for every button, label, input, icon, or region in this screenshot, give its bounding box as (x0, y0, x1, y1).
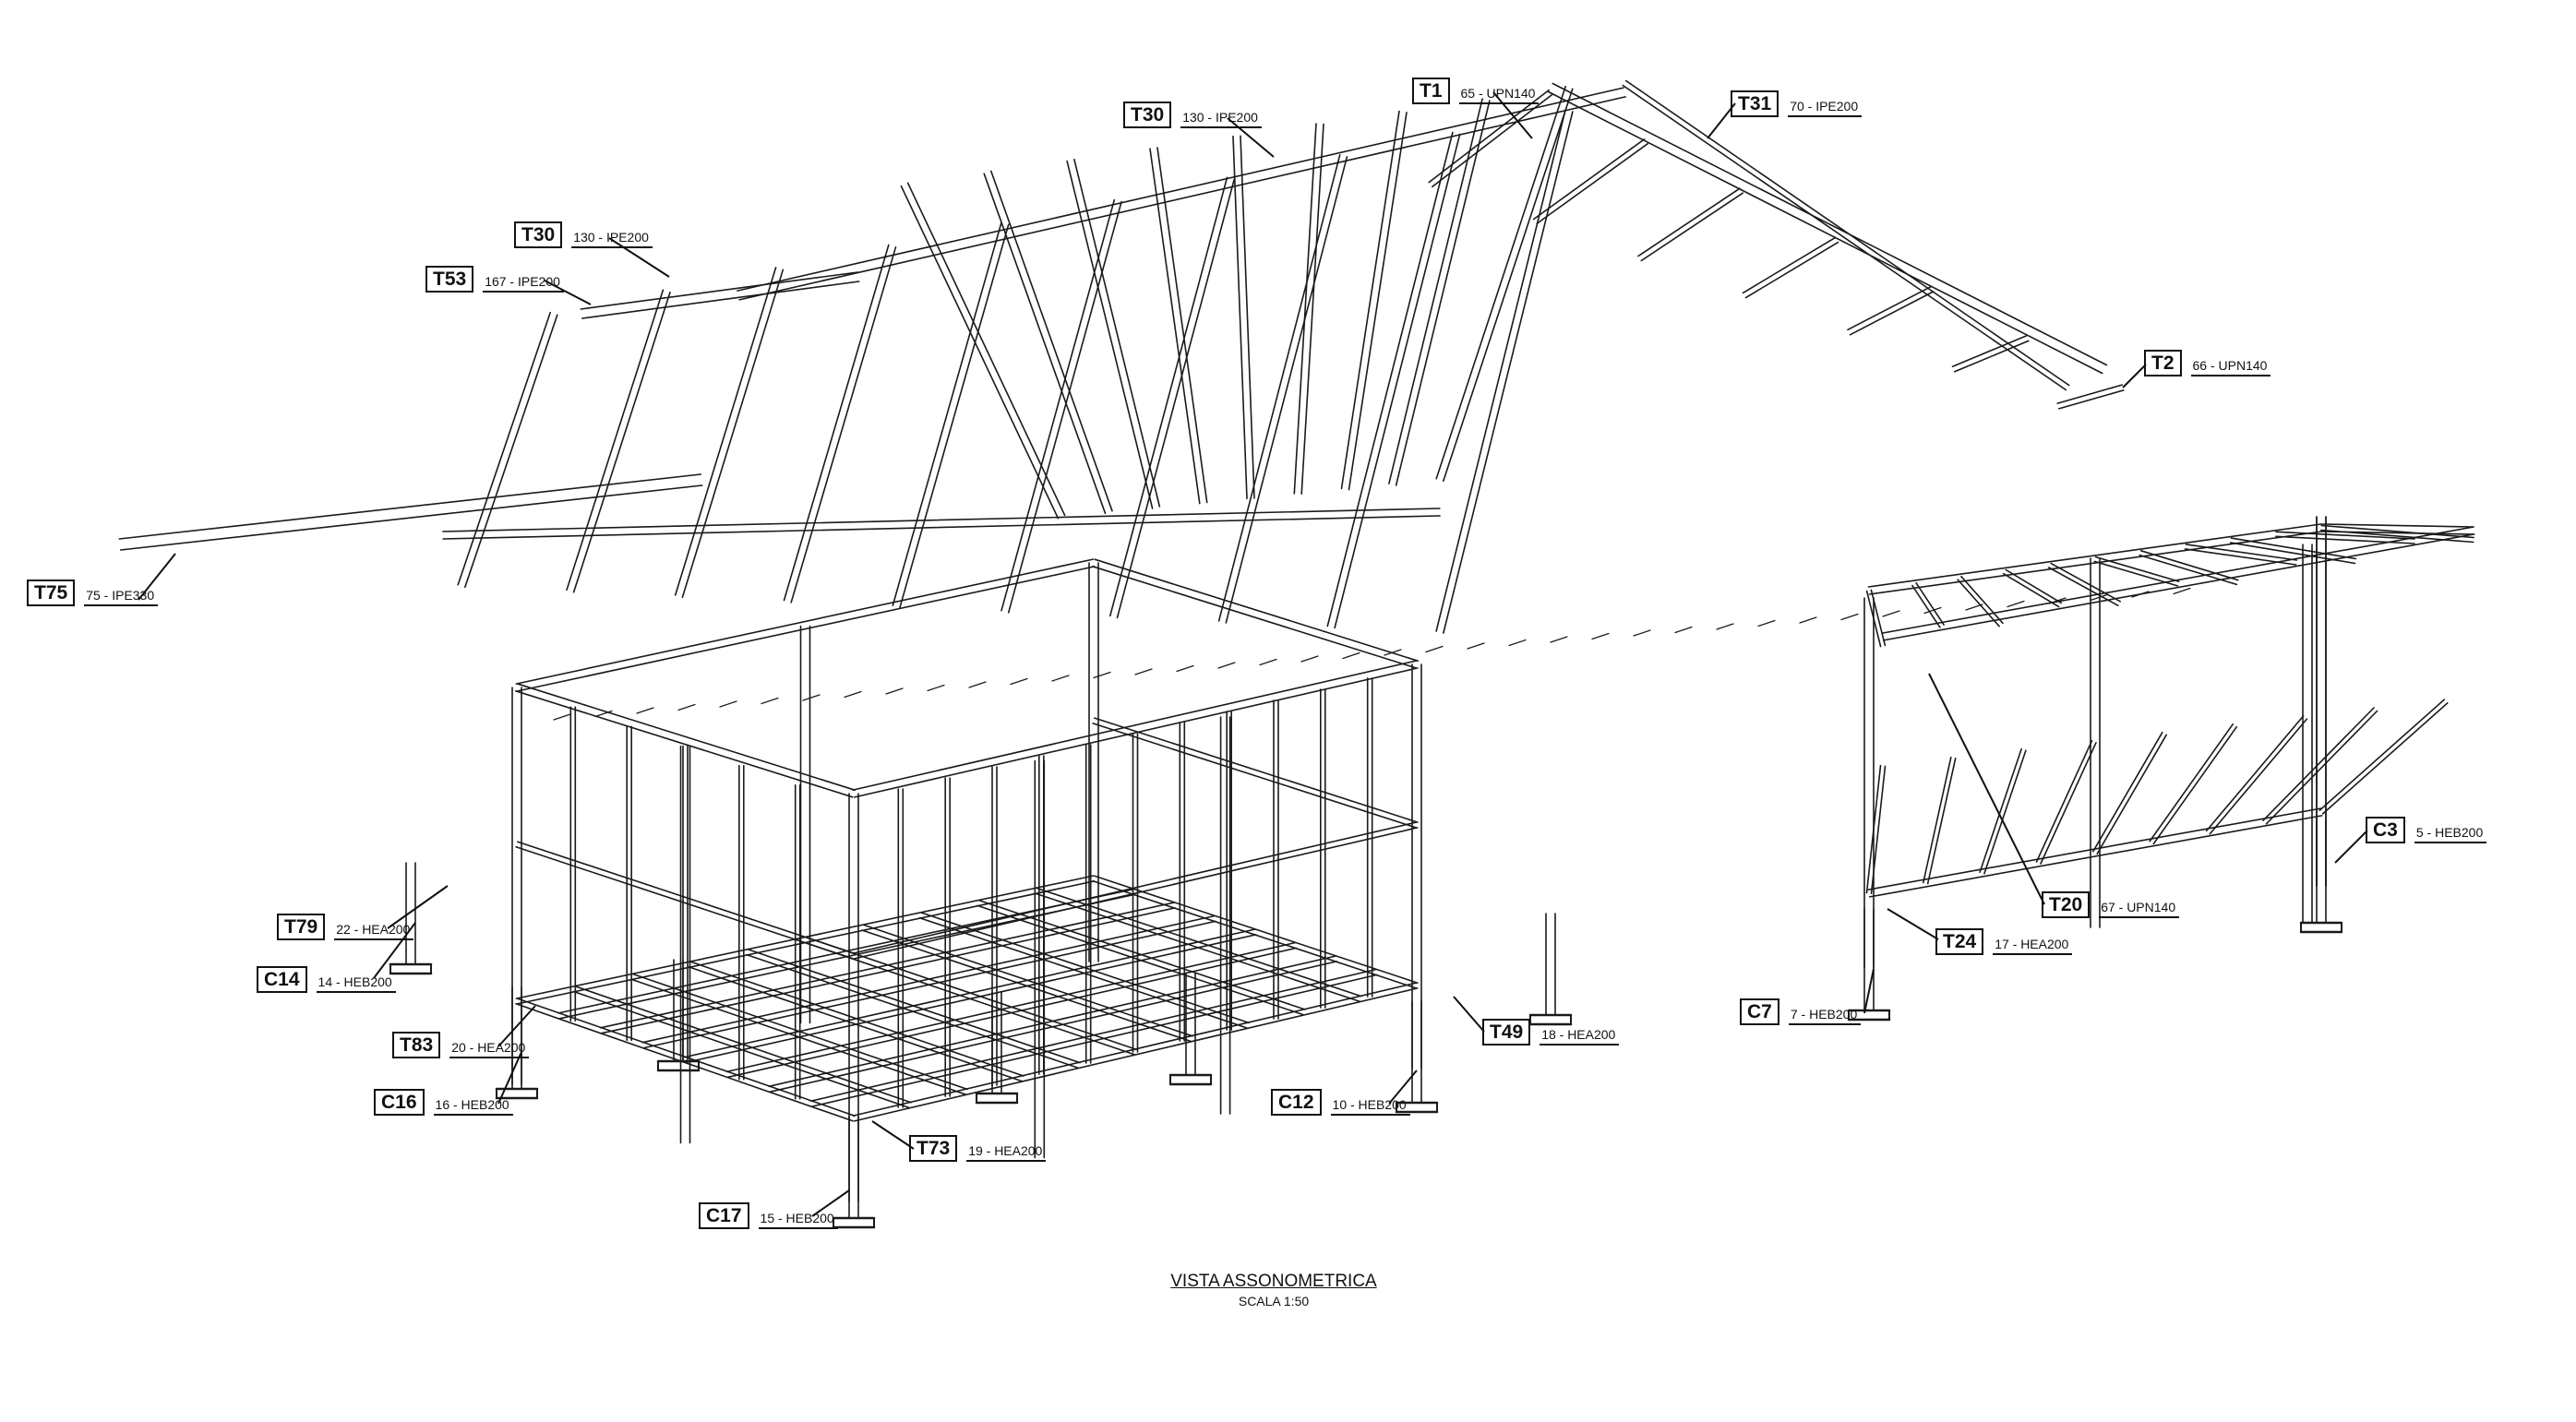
label-desc: 70 - IPE200 (1788, 99, 1863, 117)
label-desc: 5 - HEB200 (2414, 825, 2487, 843)
label-C7: C7 7 - HEB200 (1740, 998, 1862, 1025)
label-T79: T79 22 - HEA200 (277, 914, 414, 940)
label-T20: T20 67 - UPN140 (2042, 891, 2180, 918)
label-tag: C12 (1271, 1089, 1322, 1116)
label-tag: T1 (1412, 78, 1450, 104)
label-T24: T24 17 - HEA200 (1935, 928, 2073, 955)
drawing-caption: VISTA ASSONOMETRICA SCALA 1:50 (1163, 1272, 1384, 1308)
label-tag: T53 (425, 266, 474, 293)
label-T30-top: T30 130 - IPE200 (1123, 102, 1262, 128)
leader-lines (138, 91, 2368, 1217)
label-desc: 16 - HEB200 (433, 1097, 513, 1116)
label-C16: C16 16 - HEB200 (374, 1089, 513, 1116)
label-desc: 66 - UPN140 (2190, 358, 2271, 376)
label-desc: 18 - HEA200 (1540, 1027, 1620, 1046)
label-desc: 14 - HEB200 (316, 974, 396, 993)
label-tag: T73 (909, 1135, 958, 1162)
label-tag: C17 (699, 1202, 749, 1229)
label-C14: C14 14 - HEB200 (257, 966, 396, 993)
label-C3: C3 5 - HEB200 (2366, 817, 2487, 843)
label-tag: T24 (1935, 928, 1984, 955)
label-tag: T30 (1123, 102, 1172, 128)
label-desc: 75 - IPE330 (84, 588, 159, 606)
label-T30-left: T30 130 - IPE200 (514, 221, 653, 248)
label-tag: C16 (374, 1089, 425, 1116)
label-T73: T73 19 - HEA200 (909, 1135, 1047, 1162)
label-tag: T30 (514, 221, 563, 248)
label-desc: 67 - UPN140 (2099, 900, 2180, 918)
label-desc: 22 - HEA200 (334, 922, 414, 940)
label-tag: T49 (1482, 1019, 1531, 1046)
label-tag: C7 (1740, 998, 1779, 1025)
label-tag: C14 (257, 966, 307, 993)
label-desc: 10 - HEB200 (1330, 1097, 1410, 1116)
label-desc: 19 - HEA200 (966, 1143, 1047, 1162)
steel-frame-lines (118, 79, 2475, 1229)
label-tag: T75 (27, 580, 76, 606)
caption-title: VISTA ASSONOMETRICA (1170, 1272, 1377, 1291)
label-T2: T2 66 - UPN140 (2144, 350, 2271, 376)
label-desc: 167 - IPE200 (483, 274, 564, 293)
label-T1: T1 65 - UPN140 (1412, 78, 1540, 104)
label-tag: T20 (2042, 891, 2091, 918)
label-tag: T79 (277, 914, 326, 940)
label-desc: 130 - IPE200 (571, 230, 653, 248)
label-T53: T53 167 - IPE200 (425, 266, 564, 293)
label-C12: C12 10 - HEB200 (1271, 1089, 1410, 1116)
label-T75: T75 75 - IPE330 (27, 580, 159, 606)
label-tag: T31 (1731, 90, 1779, 117)
label-T31: T31 70 - IPE200 (1731, 90, 1863, 117)
caption-scale: SCALA 1:50 (1238, 1294, 1310, 1308)
label-tag: T83 (392, 1032, 441, 1058)
label-desc: 65 - UPN140 (1458, 86, 1540, 104)
label-T49: T49 18 - HEA200 (1482, 1019, 1620, 1046)
label-tag: C3 (2366, 817, 2405, 843)
label-tag: T2 (2144, 350, 2182, 376)
label-desc: 20 - HEA200 (449, 1040, 530, 1058)
label-desc: 15 - HEB200 (758, 1211, 838, 1229)
label-T83: T83 20 - HEA200 (392, 1032, 530, 1058)
label-desc: 7 - HEB200 (1788, 1007, 1862, 1025)
label-desc: 130 - IPE200 (1180, 110, 1262, 128)
label-desc: 17 - HEA200 (1993, 937, 2073, 955)
label-C17: C17 15 - HEB200 (699, 1202, 838, 1229)
